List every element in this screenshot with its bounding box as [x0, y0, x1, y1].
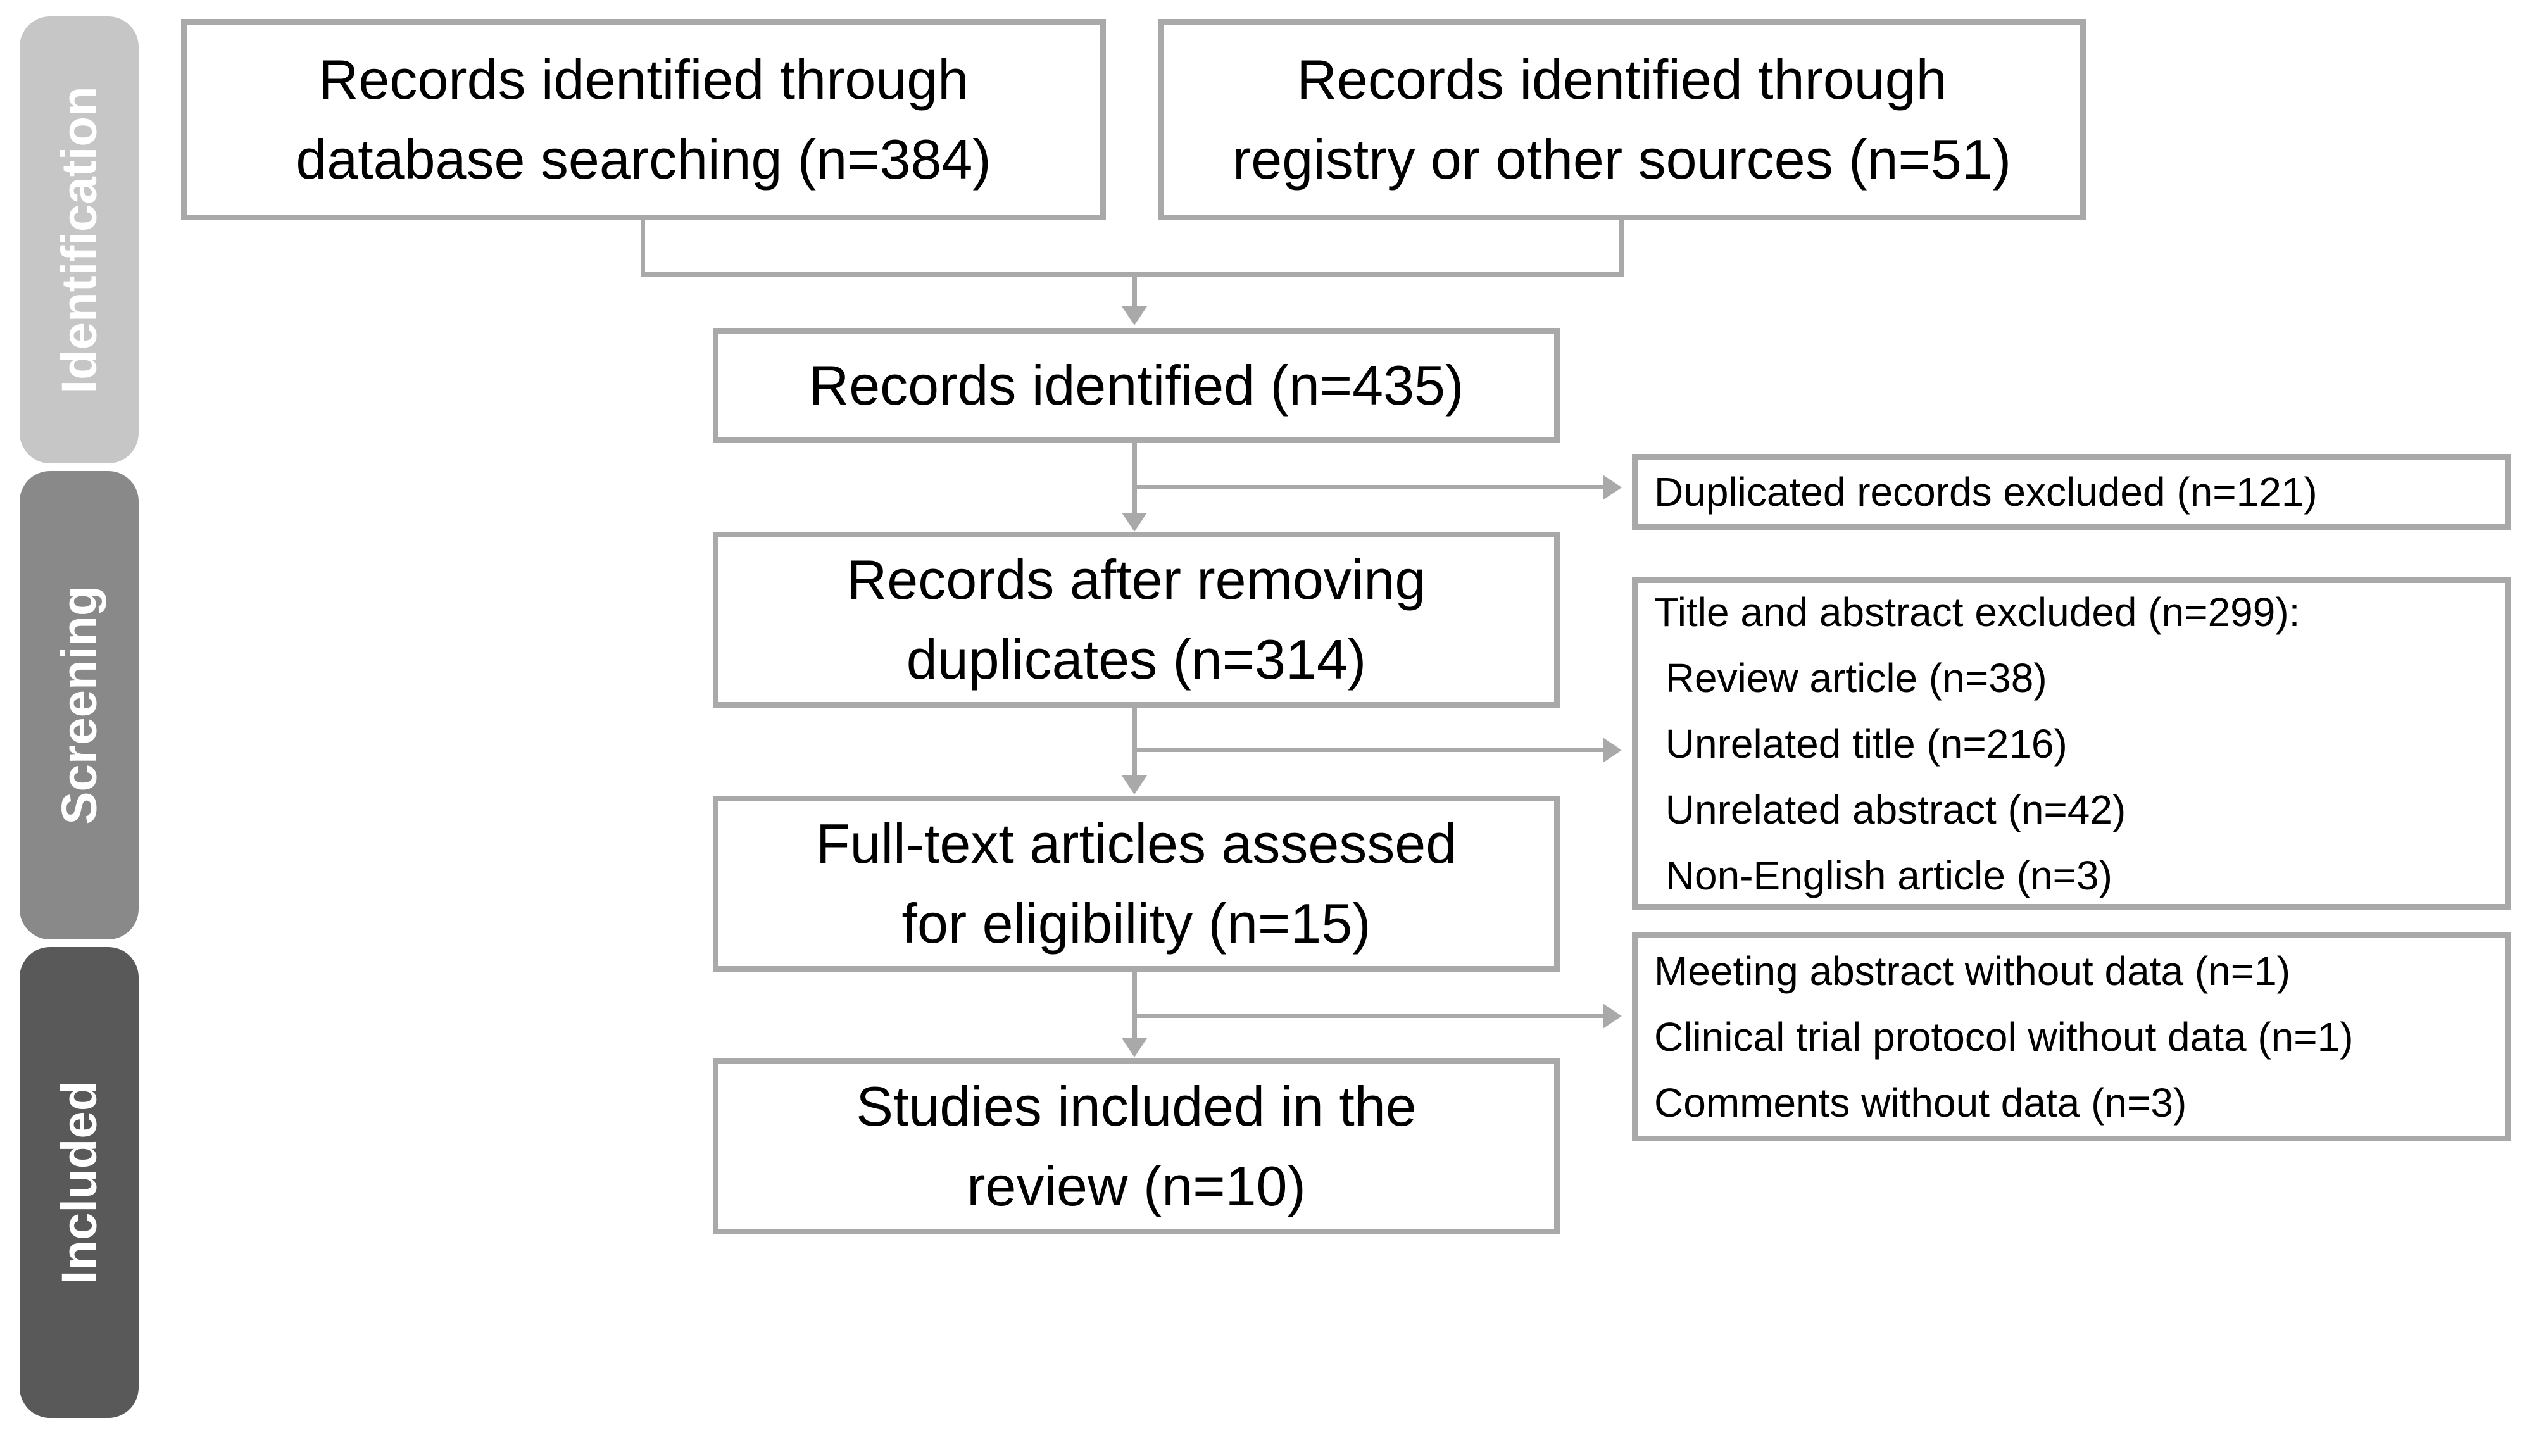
box-text-line: Records identified (n=435) — [808, 354, 1464, 417]
stage-label-included: Included — [51, 1081, 107, 1284]
box-text-line: Records identified through — [1296, 48, 1947, 111]
box-text-line: Meeting abstract without data (n=1) — [1654, 948, 2290, 994]
box-text-line: Unrelated abstract (n=42) — [1654, 786, 2126, 832]
exclusion-box-fulltext: Meeting abstract without data (n=1) Clin… — [1632, 932, 2511, 1141]
box-records-database-searching: Records identified through database sear… — [181, 19, 1106, 220]
box-records-registry: Records identified through registry or o… — [1158, 19, 2086, 220]
connector-branch-duplicates — [1134, 485, 1604, 489]
connector-merge-down — [1132, 272, 1137, 308]
arrow-down-icon — [1122, 306, 1147, 325]
connector-dedup-down — [1132, 707, 1137, 777]
arrow-right-icon — [1603, 1003, 1622, 1029]
connector-identified-down — [1132, 443, 1137, 514]
arrow-down-icon — [1122, 1038, 1147, 1057]
box-text-line: Unrelated title (n=216) — [1654, 720, 2067, 767]
exclusion-box-title-abstract: Title and abstract excluded (n=299): Rev… — [1632, 577, 2511, 910]
stage-tab-included: Included — [20, 947, 139, 1418]
box-text-line: for eligibility (n=15) — [901, 892, 1371, 955]
box-text-line: Title and abstract excluded (n=299): — [1654, 589, 2300, 635]
connector-registry-down — [1619, 220, 1624, 277]
connector-database-down — [641, 220, 645, 277]
box-records-after-duplicates: Records after removing duplicates (n=314… — [713, 532, 1560, 708]
box-text-line: Full-text articles assessed — [815, 812, 1457, 875]
connector-merge-line — [641, 272, 1622, 277]
box-text-line: Clinical trial protocol without data (n=… — [1654, 1014, 2354, 1060]
box-text-line: Non-English article (n=3) — [1654, 852, 2112, 898]
box-text-line: review (n=10) — [967, 1155, 1306, 1217]
stage-tab-screening: Screening — [20, 471, 139, 939]
box-fulltext-assessed: Full-text articles assessed for eligibil… — [713, 796, 1560, 972]
box-text-line: database searching (n=384) — [296, 128, 991, 191]
arrow-down-icon — [1122, 513, 1147, 532]
stage-tab-identification: Identification — [20, 16, 139, 463]
connector-fulltext-down — [1132, 972, 1137, 1039]
connector-branch-fulltext-excluded — [1134, 1014, 1604, 1018]
box-text-line: Duplicated records excluded (n=121) — [1654, 469, 2318, 515]
box-text-line: Records after removing — [846, 548, 1426, 611]
box-text-line: registry or other sources (n=51) — [1232, 128, 2012, 191]
stage-label-screening: Screening — [51, 586, 107, 825]
arrow-down-icon — [1122, 775, 1147, 794]
stage-label-identification: Identification — [51, 86, 107, 394]
box-text-line: duplicates (n=314) — [906, 628, 1367, 691]
arrow-right-icon — [1603, 737, 1622, 763]
box-text-line: Review article (n=38) — [1654, 655, 2047, 701]
box-text-line: Comments without data (n=3) — [1654, 1080, 2187, 1126]
connector-branch-title-abstract — [1134, 748, 1604, 752]
box-text-line: Records identified through — [318, 48, 969, 111]
arrow-right-icon — [1603, 475, 1622, 500]
box-records-identified: Records identified (n=435) — [713, 328, 1560, 443]
box-studies-included: Studies included in the review (n=10) — [713, 1058, 1560, 1234]
box-text-line: Studies included in the — [856, 1075, 1417, 1138]
exclusion-box-duplicated-records: Duplicated records excluded (n=121) — [1632, 454, 2511, 530]
